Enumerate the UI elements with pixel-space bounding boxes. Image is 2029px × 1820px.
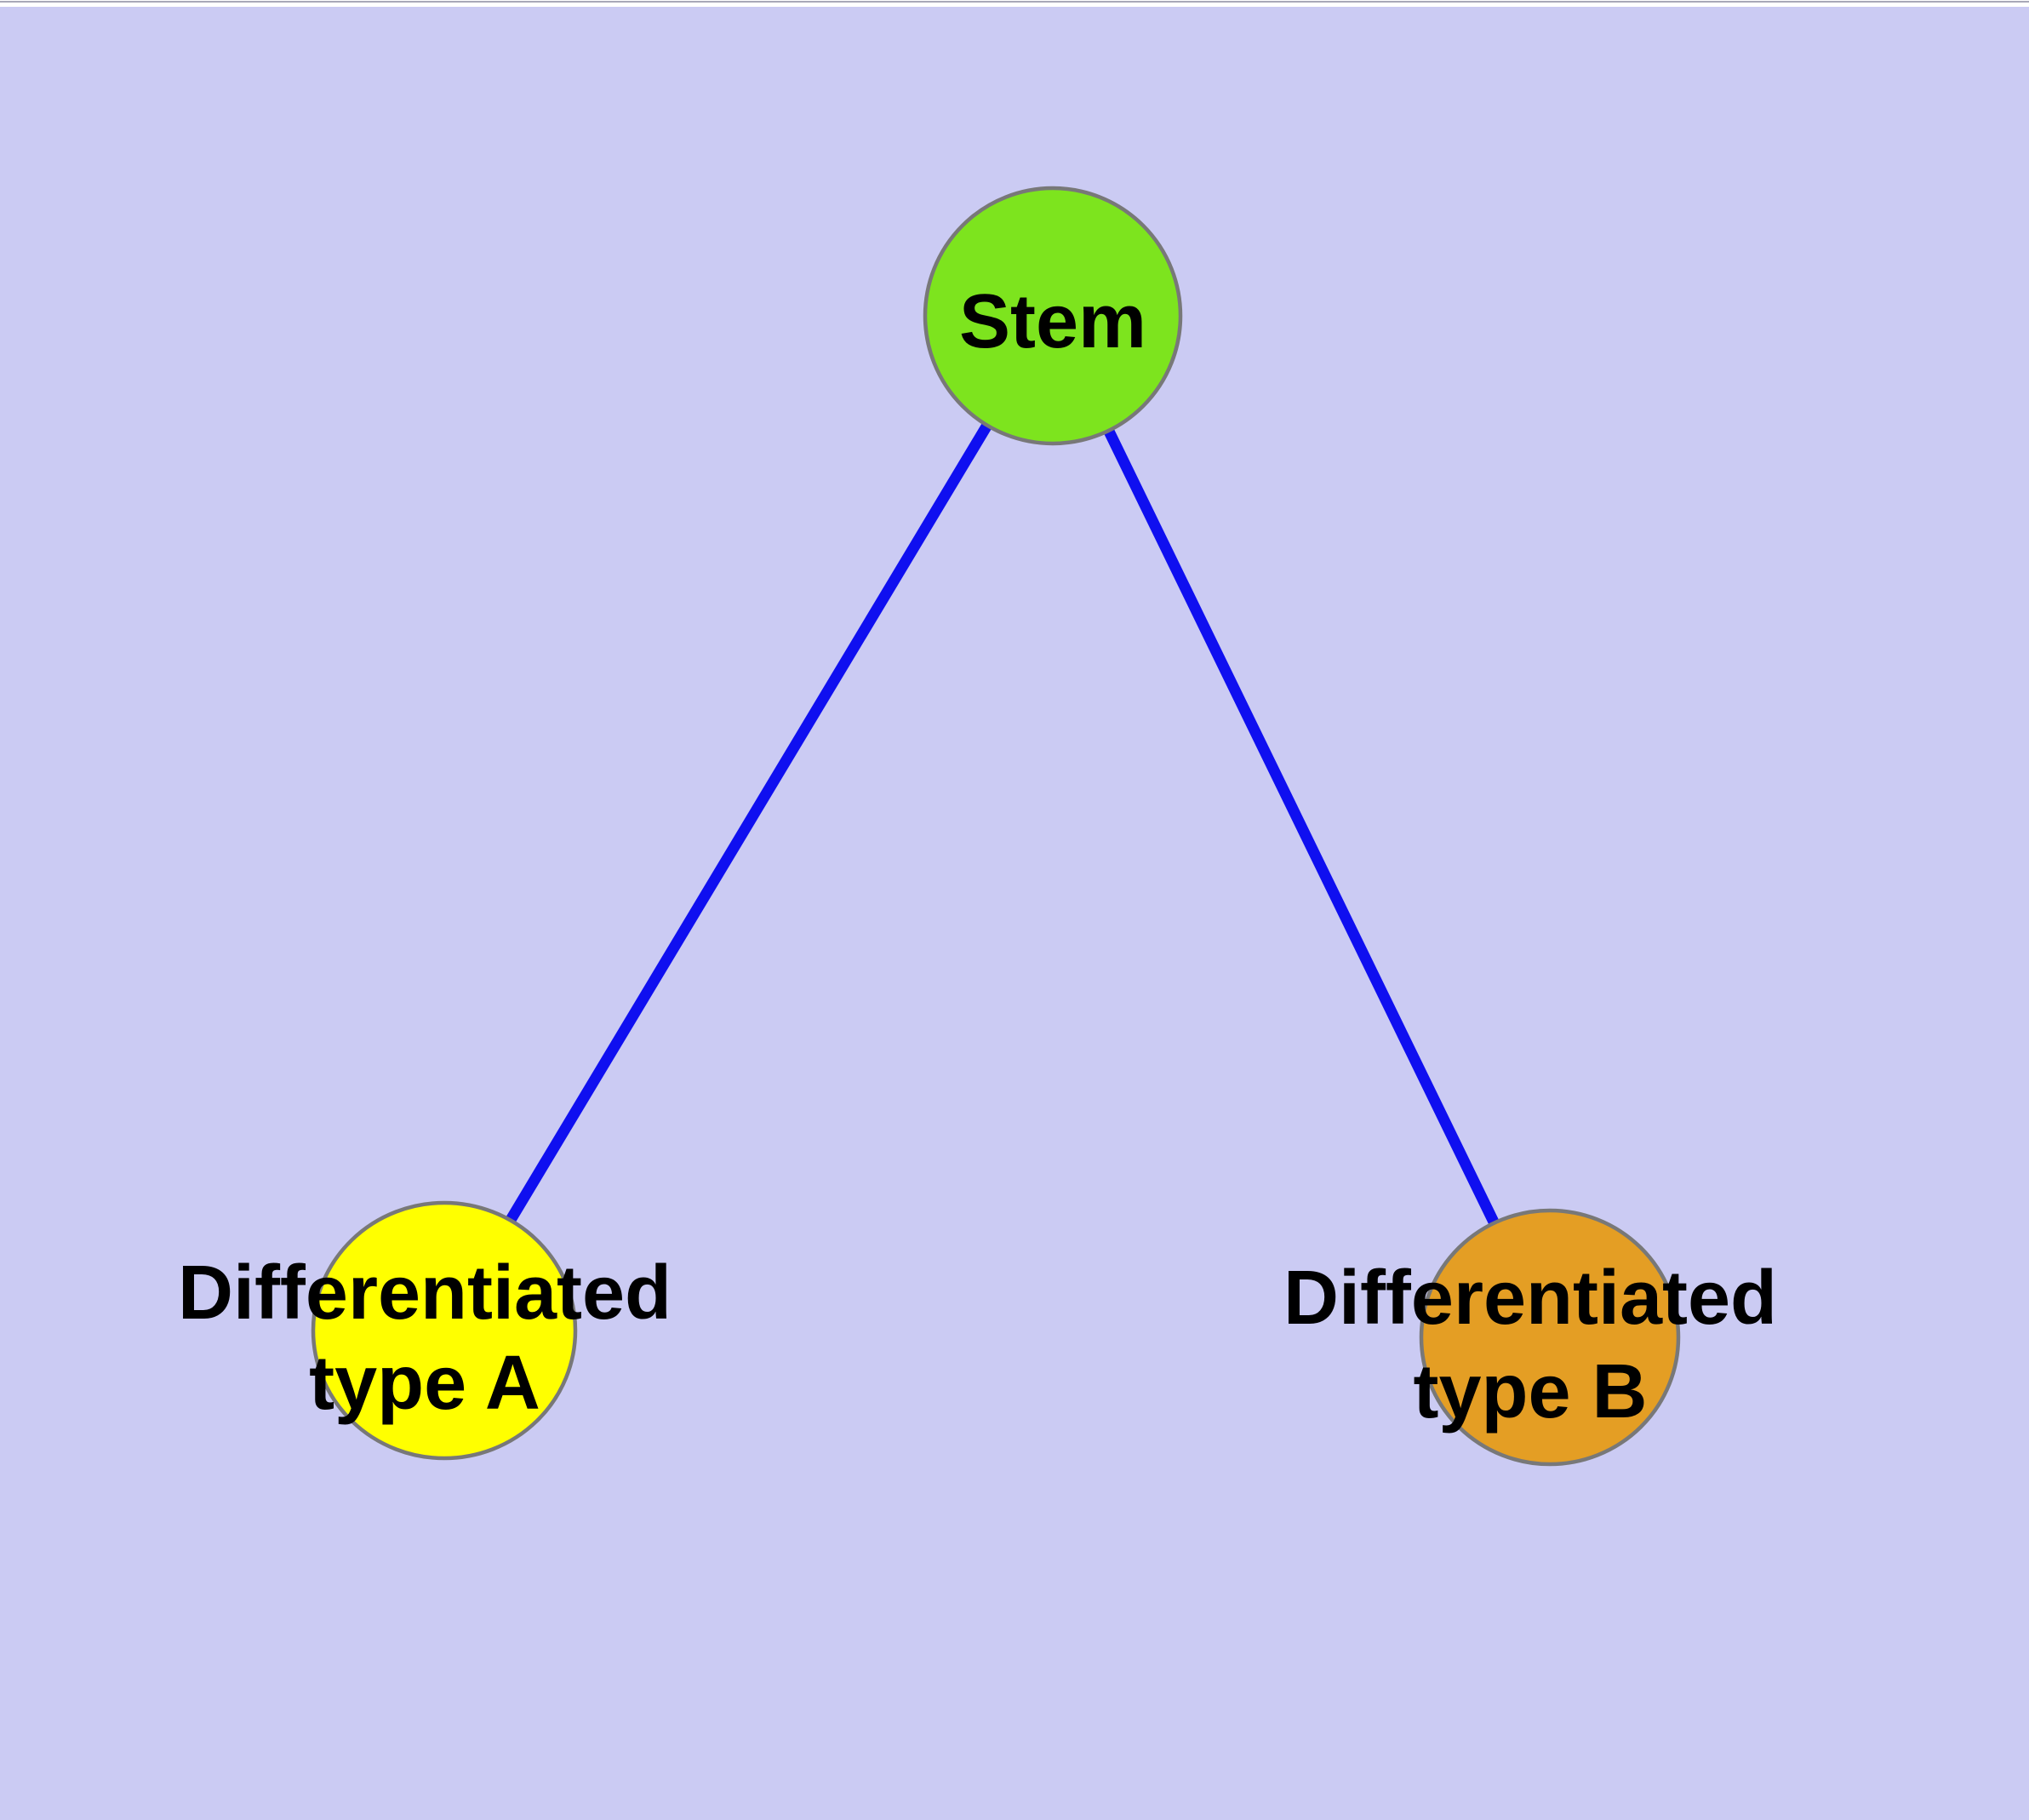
top-edge-hairline bbox=[0, 1, 2029, 3]
edge-stem-to-type-a bbox=[439, 312, 1058, 1334]
node-differentiated-type-b bbox=[1419, 1208, 1681, 1467]
edge-stem-to-type-b bbox=[1048, 313, 1555, 1340]
node-differentiated-type-a bbox=[311, 1200, 578, 1461]
node-type-a-label-line2: type A bbox=[309, 1341, 540, 1426]
node-type-b-label-line1: Differentiated bbox=[1283, 1256, 1777, 1341]
node-type-b-label-line2: type B bbox=[1413, 1349, 1647, 1434]
top-edge-strip bbox=[0, 0, 2029, 7]
node-stem bbox=[923, 186, 1183, 446]
node-stem-label: Stem bbox=[959, 279, 1146, 364]
node-type-a-label-line1: Differentiated bbox=[178, 1251, 672, 1336]
